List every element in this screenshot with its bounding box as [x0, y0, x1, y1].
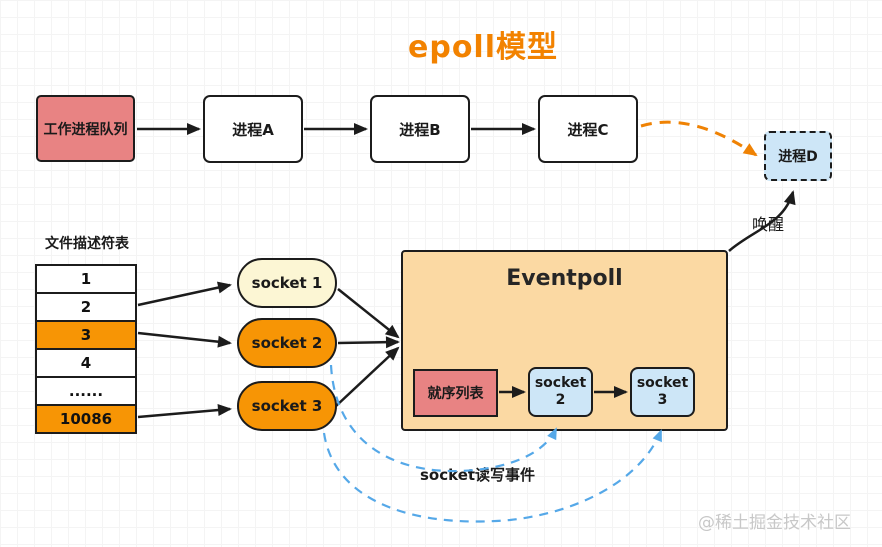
- eventpoll-socket-3-line1: socket: [636, 374, 689, 391]
- process-b-box: 进程B: [370, 95, 470, 163]
- eventpoll-socket-2-line1: socket: [534, 374, 587, 391]
- socket-1-label: socket 1: [251, 274, 323, 292]
- eventpoll-socket-3-line2: 3: [657, 392, 668, 408]
- socket-3-label: socket 3: [251, 397, 323, 415]
- process-c-box: 进程C: [538, 95, 638, 163]
- process-b-label: 进程B: [399, 120, 441, 139]
- eventpoll-socket-2-line2: 2: [555, 392, 566, 408]
- process-d-box: 进程D: [764, 131, 832, 181]
- wake-up-label: 唤醒: [752, 215, 785, 234]
- fd-row-10086: 10086: [37, 406, 135, 432]
- process-a-box: 进程A: [203, 95, 303, 163]
- worker-process-queue-box: 工作进程队列: [36, 95, 135, 162]
- worker-process-queue-label: 工作进程队列: [43, 121, 128, 138]
- socket-to-eventpoll-arrows: [335, 288, 400, 407]
- watermark: @稀土掘金技术社区: [698, 513, 851, 533]
- fd-row-4: 4: [37, 350, 135, 378]
- socket-1-pill: socket 1: [237, 258, 337, 308]
- fd-row-2: 2: [37, 294, 135, 322]
- fd-row-1: 1: [37, 266, 135, 294]
- socket-rw-event-label: socket读写事件: [420, 466, 536, 484]
- ready-list-box: 就序列表: [413, 369, 498, 417]
- fd-table: 1 2 3 4 ...... 10086: [35, 264, 137, 434]
- fd-row-3: 3: [37, 322, 135, 350]
- eventpoll-socket-3-box: socket 3: [630, 367, 695, 417]
- ready-list-label: 就序列表: [427, 386, 484, 402]
- socket-2-pill: socket 2: [237, 318, 337, 368]
- fd-table-title: 文件描述符表: [45, 236, 129, 252]
- socket-3-pill: socket 3: [237, 381, 337, 431]
- fd-row-dots: ......: [37, 378, 135, 406]
- process-a-label: 进程A: [232, 120, 274, 139]
- eventpoll-socket-2-box: socket 2: [528, 367, 593, 417]
- eventpoll-title: Eventpoll: [506, 266, 623, 291]
- fd-to-socket-arrows: [137, 281, 232, 419]
- process-c-label: 进程C: [567, 120, 609, 139]
- process-c-to-d-dashed-arrow: [640, 120, 758, 157]
- page-title: epoll模型: [408, 30, 558, 65]
- process-d-label: 进程D: [778, 149, 818, 165]
- socket-2-label: socket 2: [251, 334, 323, 352]
